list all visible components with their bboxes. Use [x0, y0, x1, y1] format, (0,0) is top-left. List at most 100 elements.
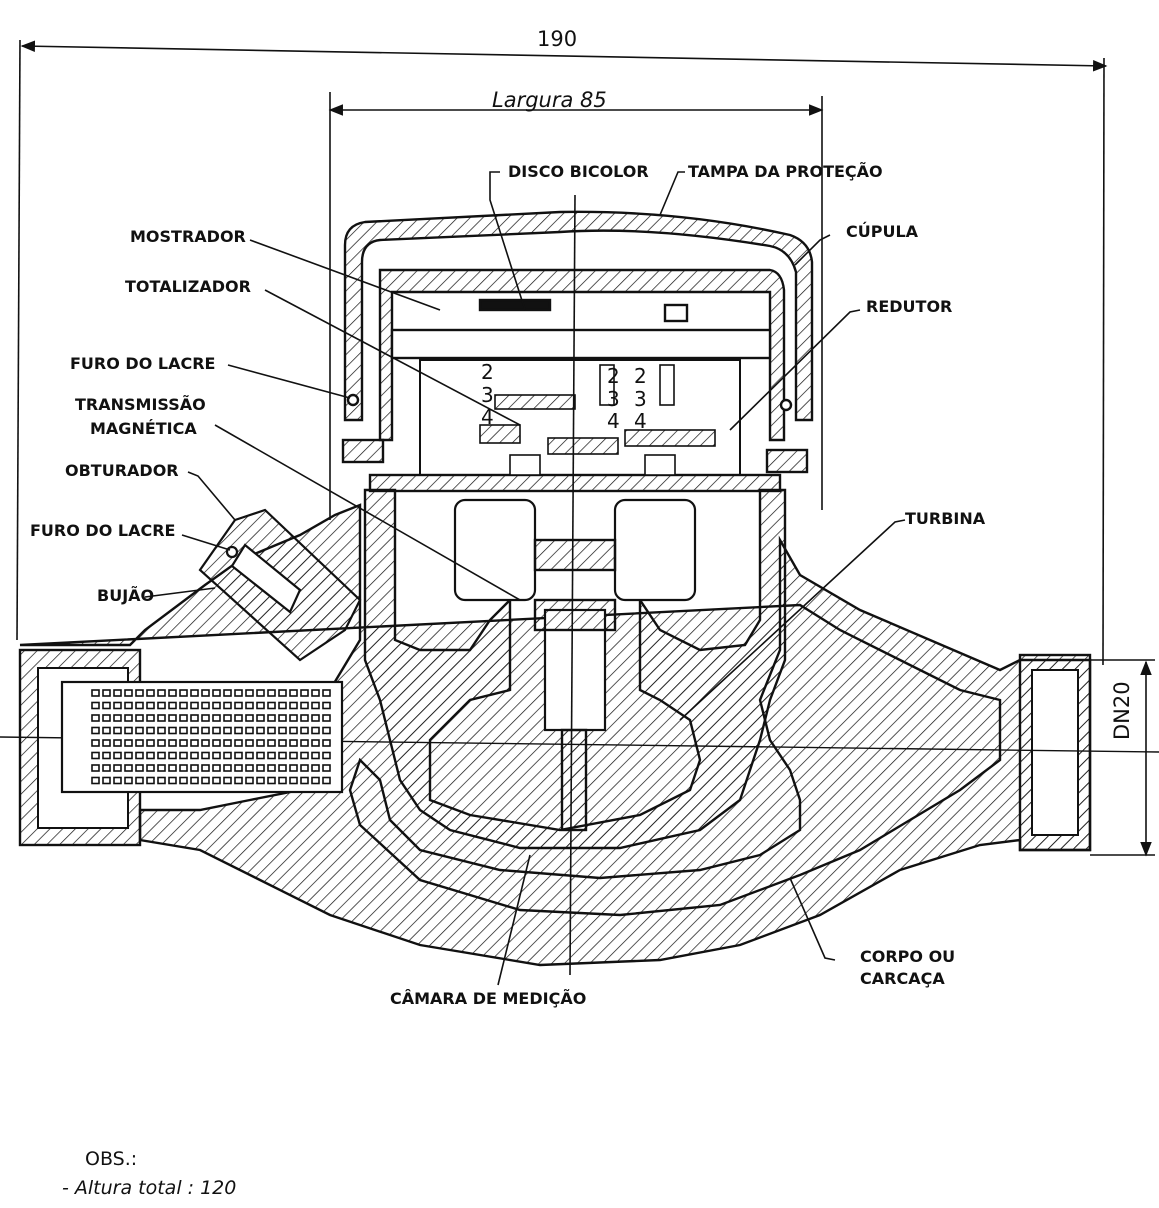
- strainer-hole: [179, 751, 188, 760]
- strainer-hole: [278, 739, 287, 747]
- strainer-hole: [102, 689, 111, 697]
- strainer-hole: [245, 701, 254, 710]
- strainer-hole: [146, 751, 155, 760]
- strainer-hole: [91, 764, 100, 772]
- strainer-hole: [124, 701, 133, 710]
- magnet-housing-right: [613, 498, 697, 602]
- dim-overall-label: 190: [537, 27, 578, 51]
- label-redutor: REDUTOR: [866, 297, 953, 316]
- strainer-hole: [91, 714, 100, 722]
- strainer-hole: [157, 776, 166, 785]
- strainer-hole: [256, 726, 265, 735]
- strainer-hole: [102, 764, 111, 772]
- strainer-hole: [267, 751, 276, 760]
- gasket-right: [765, 448, 809, 474]
- strainer-hole: [234, 776, 243, 785]
- note-altura-total: - Altura total : 120: [62, 1177, 237, 1199]
- strainer-hole: [190, 764, 199, 772]
- strainer-hole: [190, 689, 199, 697]
- strainer-hole: [168, 751, 177, 760]
- strainer-hole: [289, 714, 298, 722]
- strainer-hole: [201, 739, 210, 747]
- strainer-hole: [212, 776, 221, 785]
- strainer-hole: [113, 739, 122, 747]
- strainer-hole: [300, 726, 309, 735]
- dim-width-label: Largura 85: [492, 88, 607, 112]
- strainer-hole: [223, 776, 232, 785]
- strainer-hole: [234, 751, 243, 760]
- strainer-hole: [102, 776, 111, 785]
- strainer-hole: [157, 726, 166, 735]
- strainer-hole: [256, 739, 265, 747]
- strainer-hole: [212, 764, 221, 772]
- bicolor-disc: [478, 298, 552, 312]
- strainer-hole: [311, 726, 320, 735]
- strainer-hole: [91, 751, 100, 760]
- leader-lines: [144, 171, 906, 986]
- magnet-lower: [533, 598, 617, 632]
- inlet-strainer: [60, 680, 344, 794]
- strainer-hole: [278, 726, 287, 735]
- strainer-hole: [190, 776, 199, 785]
- strainer-hole: [212, 714, 221, 722]
- gear-train: [479, 364, 716, 476]
- strainer-hole: [300, 701, 309, 710]
- strainer-hole: [278, 764, 287, 772]
- strainer-hole: [256, 776, 265, 785]
- strainer-hole: [322, 764, 331, 772]
- strainer-hole: [245, 751, 254, 760]
- strainer-hole: [135, 714, 144, 722]
- strainer-hole: [201, 776, 210, 785]
- strainer-hole: [91, 776, 100, 785]
- strainer-holes: [91, 689, 331, 785]
- strainer-hole: [157, 739, 166, 747]
- strainer-hole: [234, 726, 243, 735]
- strainer-hole: [300, 714, 309, 722]
- strainer-hole: [124, 714, 133, 722]
- strainer-hole: [245, 714, 254, 722]
- strainer-hole: [322, 776, 331, 785]
- strainer-hole: [278, 714, 287, 722]
- strainer-hole: [311, 739, 320, 747]
- strainer-hole: [289, 751, 298, 760]
- strainer-hole: [113, 701, 122, 710]
- totalizer-digit: 3: [607, 387, 620, 411]
- strainer-hole: [289, 689, 298, 697]
- strainer-hole: [223, 751, 232, 760]
- strainer-hole: [300, 739, 309, 747]
- strainer-hole: [289, 701, 298, 710]
- strainer-hole: [201, 689, 210, 697]
- dim-overall-line: [20, 40, 1108, 72]
- label-corpo: CORPO OU: [860, 947, 956, 966]
- strainer-hole: [179, 726, 188, 735]
- strainer-hole: [179, 776, 188, 785]
- strainer-hole: [124, 776, 133, 785]
- strainer-hole: [113, 776, 122, 785]
- strainer-hole: [201, 714, 210, 722]
- strainer-hole: [113, 751, 122, 760]
- reducer-base: [368, 473, 782, 493]
- strainer-hole: [157, 751, 166, 760]
- strainer-hole: [245, 776, 254, 785]
- totalizer-box: [419, 359, 741, 476]
- strainer-hole: [256, 751, 265, 760]
- strainer-hole: [168, 776, 177, 785]
- strainer-hole: [245, 726, 254, 735]
- strainer-hole: [311, 689, 320, 697]
- strainer-hole: [256, 701, 265, 710]
- strainer-hole: [289, 776, 298, 785]
- strainer-hole: [201, 764, 210, 772]
- strainer-hole: [135, 739, 144, 747]
- dimension-lines: [16, 39, 1155, 857]
- strainer-hole: [311, 764, 320, 772]
- strainer-hole: [168, 739, 177, 747]
- strainer-hole: [267, 739, 276, 747]
- strainer-hole: [267, 764, 276, 772]
- strainer-hole: [278, 776, 287, 785]
- strainer-hole: [300, 689, 309, 697]
- label-totalizador: TOTALIZADOR: [125, 277, 251, 296]
- strainer-hole: [124, 726, 133, 735]
- strainer-hole: [168, 726, 177, 735]
- strainer-hole: [322, 714, 331, 722]
- strainer-hole: [267, 726, 276, 735]
